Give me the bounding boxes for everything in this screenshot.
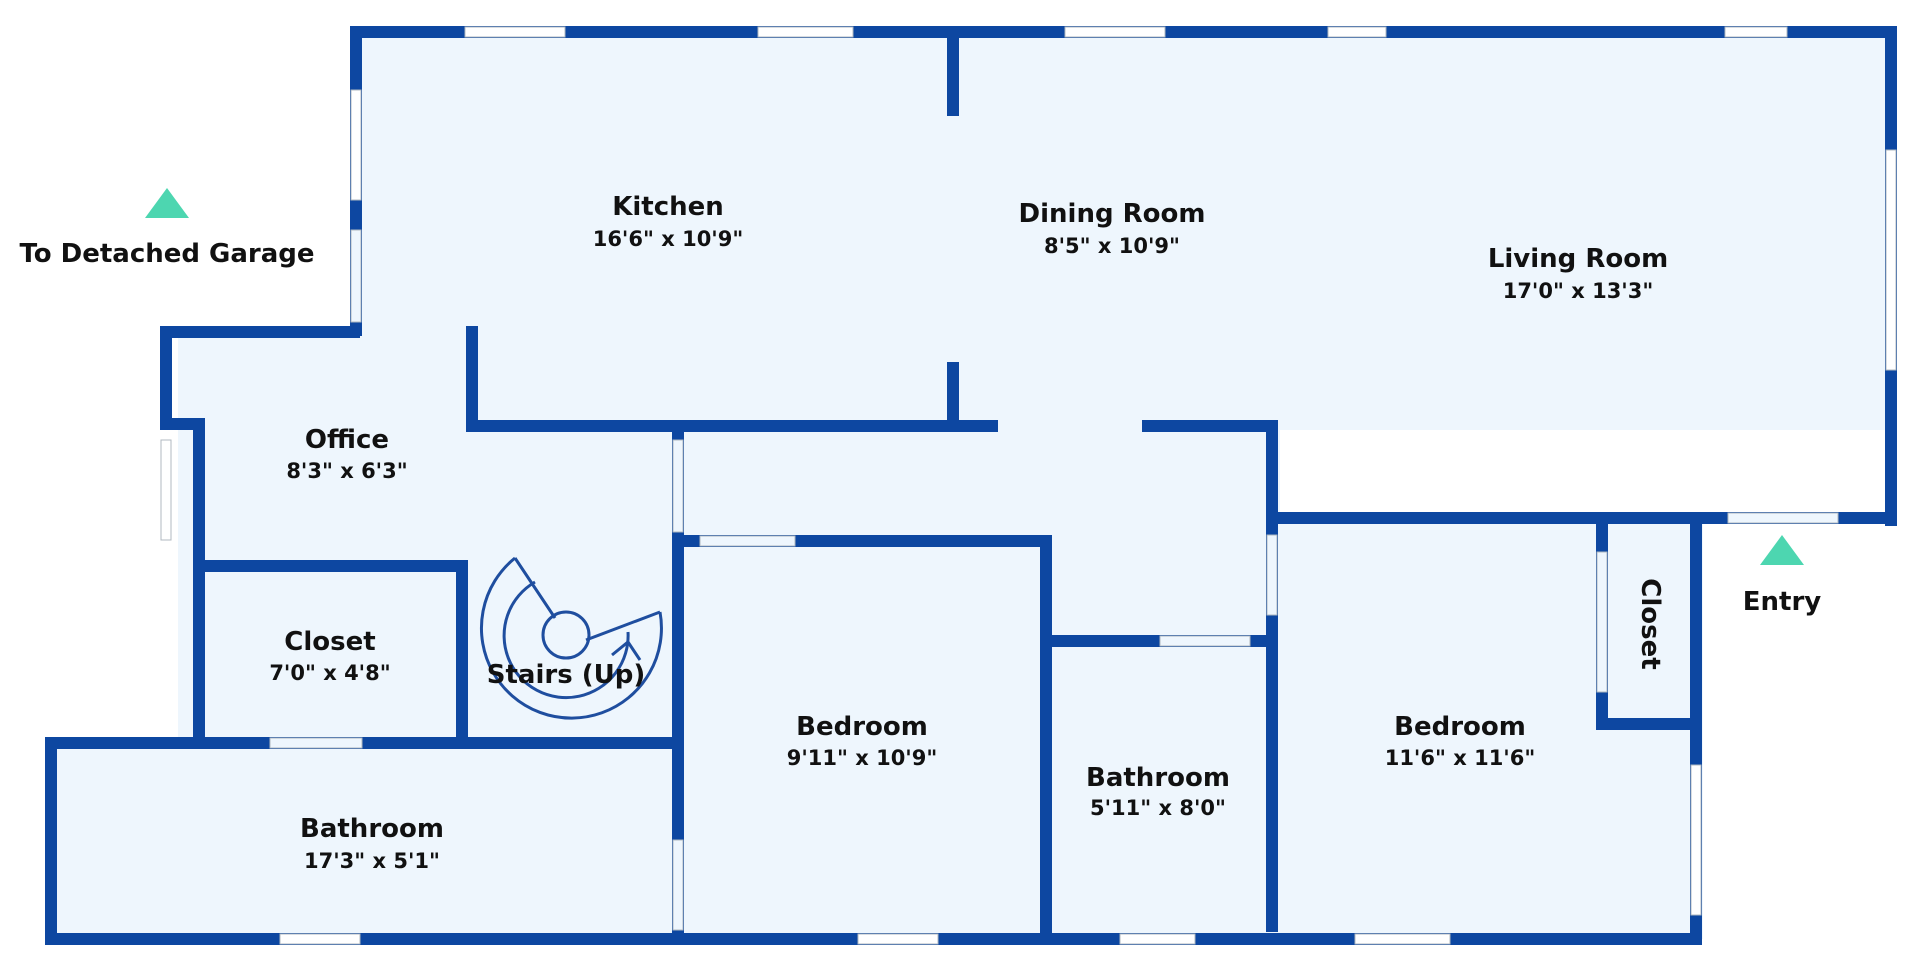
room-dimensions-dining-room: 8'5" x 10'9": [1044, 234, 1180, 258]
room-dimensions-living-room: 17'0" x 13'3": [1503, 279, 1654, 303]
room-dimensions-bathroom-bottom: 17'3" x 5'1": [304, 849, 440, 873]
triangle-up-icon: [145, 188, 189, 218]
room-name-closet-right: Closet: [1635, 578, 1665, 669]
room-dimensions-bedroom-1: 9'11" x 10'9": [787, 746, 938, 770]
room-dimensions-bedroom-2: 11'6" x 11'6": [1385, 746, 1536, 770]
room-name-bathroom-middle: Bathroom: [1086, 763, 1230, 793]
room-name-closet-left: Closet: [284, 627, 375, 657]
room-name-living-room: Living Room: [1488, 244, 1668, 274]
room-dimensions-bathroom-middle: 5'11" x 8'0": [1090, 796, 1226, 820]
room-dimensions-closet-left: 7'0" x 4'8": [269, 661, 390, 685]
room-dimensions-kitchen: 16'6" x 10'9": [593, 227, 744, 251]
marker-label-entry: Entry: [1743, 587, 1822, 617]
room-name-bedroom-1: Bedroom: [796, 712, 928, 742]
triangle-up-icon: [1760, 535, 1804, 565]
room-name-dining-room: Dining Room: [1019, 199, 1206, 229]
room-name-bedroom-2: Bedroom: [1394, 712, 1526, 742]
windows: [160, 26, 1897, 945]
floor-areas: [55, 38, 1889, 939]
room-name-stairs: Stairs (Up): [487, 660, 645, 690]
room-name-office: Office: [305, 425, 389, 455]
marker-label-garage: To Detached Garage: [19, 239, 314, 269]
room-name-bathroom-bottom: Bathroom: [300, 814, 444, 844]
door-openings: [269, 229, 1839, 931]
stairs-symbol: [479, 556, 663, 720]
room-dimensions-office: 8'3" x 6'3": [286, 459, 407, 483]
room-name-kitchen: Kitchen: [612, 192, 724, 222]
